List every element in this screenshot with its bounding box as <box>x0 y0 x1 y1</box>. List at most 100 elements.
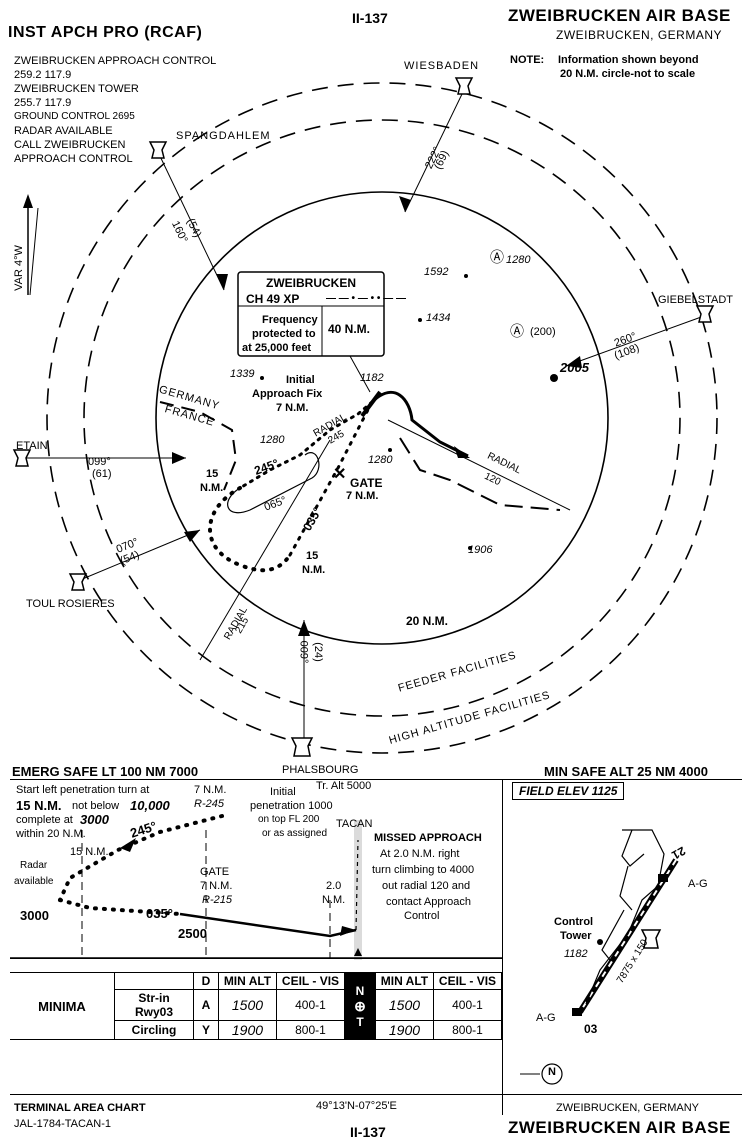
approach-control-name: ZWEIBRUCKEN APPROACH CONTROL <box>14 55 217 67</box>
spangdahlem-radial <box>157 151 225 291</box>
toul-radial <box>79 529 201 581</box>
elev-200: (200) <box>530 326 556 338</box>
missed-approach-track <box>370 390 469 458</box>
tower-label-3: 1182 <box>564 948 588 960</box>
rwy-03-label: 03 <box>584 1022 598 1036</box>
profile-gate-3: R-215 <box>202 894 232 906</box>
minima-row1-cv: 400-1 <box>275 989 345 1021</box>
minima-head-minalt-2: MIN ALT <box>374 972 434 990</box>
minima-row2-alt: 1900 <box>218 1020 277 1040</box>
field-elevation: FIELD ELEV 1125 <box>512 782 625 800</box>
minima-row2-code: Y <box>193 1020 219 1040</box>
minima-head-ceilvis: CEIL - VIS <box>275 972 345 990</box>
profile-gate-2: 7 N.M. <box>200 880 233 892</box>
etain-facility-icon <box>12 449 32 467</box>
elev-1182: 1182 <box>360 372 384 384</box>
wiesbaden-arrow <box>399 196 411 212</box>
elev-1434: 1434 <box>426 312 451 324</box>
wiesbaden-radial <box>404 91 464 213</box>
profile-2500: 2500 <box>178 926 207 941</box>
missed-approach-3: turn climbing to 4000 <box>372 864 475 876</box>
comm-block: ZWEIBRUCKEN APPROACH CONTROL 259.2 117.9… <box>14 54 216 166</box>
etain-radial-deg: 099° <box>88 456 111 468</box>
profile-r245-1: 7 N.M. <box>194 784 227 796</box>
runway-symbol-icon: ⊕ <box>354 997 366 1014</box>
iaf-label-2: Approach Fix <box>252 388 323 400</box>
ring-20nm <box>155 191 609 645</box>
spangdahlem-label: SPANGDAHLEM <box>176 130 271 142</box>
variation-label: VAR 4°W <box>12 245 25 291</box>
profile-note-2b: not below <box>72 800 120 812</box>
penetration-turn <box>208 486 292 573</box>
elev-1339: 1339 <box>230 368 255 380</box>
svg-text:Ⓐ: Ⓐ <box>490 249 504 265</box>
feeder-ring <box>83 119 681 717</box>
profile-hdg-035: 035° <box>146 906 173 921</box>
missed-approach-4: out radial 120 and <box>382 880 471 892</box>
elev-1906: 1906 <box>468 544 493 556</box>
call-note-1: CALL ZWEIBRUCKEN <box>14 139 126 151</box>
iaf-label-3: 7 N.M. <box>276 402 309 414</box>
tower-label-1: Control <box>554 916 594 928</box>
nm15-b-2: N.M. <box>302 564 326 576</box>
etain-radial-nm: (61) <box>92 468 112 480</box>
minima-title: MINIMA <box>10 972 115 1040</box>
ring-20nm-label: 20 N.M. <box>406 614 449 628</box>
ag-top-label: A-G <box>688 878 708 890</box>
profile-radar-2: available <box>14 876 54 887</box>
elev-1280-c: 1280 <box>368 454 393 466</box>
footer-location: ZWEIBRUCKEN, GERMANY <box>556 1102 700 1114</box>
inbound-track <box>288 400 374 557</box>
etain-arrow <box>172 452 186 464</box>
minima-row2-cv2: 800-1 <box>432 1020 503 1040</box>
footer-coordinates: 49°13'N-07°25'E <box>316 1100 397 1112</box>
profile-r245-2: R-245 <box>194 798 224 810</box>
minima-row2-alt2: 1900 <box>374 1020 434 1040</box>
profile-note-2a: 15 N.M. <box>16 798 62 813</box>
tacan-freq-1: Frequency <box>262 314 318 326</box>
phalsbourg-label: PHALSBOURG <box>282 764 359 776</box>
minima-nt-box: N ⊕ T <box>343 972 376 1040</box>
footer-chart-type: TERMINAL AREA CHART <box>14 1102 146 1114</box>
missed-approach-5: contact Approach <box>386 896 472 908</box>
minima-nt-t: T <box>356 1014 364 1029</box>
giebelstadt-label: GIEBELSTADT <box>658 294 733 306</box>
missed-approach-1: MISSED APPROACH <box>374 832 482 844</box>
giebelstadt-arrow <box>566 356 582 368</box>
giebelstadt-radial <box>565 315 705 367</box>
note-line-2: 20 N.M. circle-not to scale <box>560 68 696 80</box>
footer-chart-id: JAL-1784-TACAN-1 <box>14 1118 111 1130</box>
minima-row1-alt: 1500 <box>218 989 277 1021</box>
profile-note-3a: complete at <box>16 814 73 826</box>
footer-airport-title: ZWEIBRUCKEN AIR BASE <box>508 1118 731 1137</box>
note-label: NOTE: <box>510 54 545 66</box>
profile-note-4: within 20 N.M. <box>16 828 86 840</box>
etain-label: ETAIN <box>16 440 48 452</box>
phals-radial-nm: (24) <box>311 642 324 662</box>
plan-view: ✕ Ⓐ Ⓐ <box>12 77 718 757</box>
tacan-name: ZWEIBRUCKEN <box>266 276 356 290</box>
minima-row1-label: Str-in Rwy03 <box>114 989 194 1021</box>
border-line-east <box>399 437 561 511</box>
min-safe-alt: MIN SAFE ALT 25 NM 4000 <box>544 764 708 779</box>
profile-note-3b: 3000 <box>80 812 109 827</box>
tower-freq: 255.7 117.9 <box>14 97 72 109</box>
minima-row1-code: A <box>193 989 219 1021</box>
minima-head-ceilvis-2: CEIL - VIS <box>432 972 503 990</box>
profile-2nm-2: N.M. <box>322 894 346 906</box>
minima-head-d: D <box>193 972 219 990</box>
gate-label-2: 7 N.M. <box>346 490 379 502</box>
profile-gate-1: GATE <box>200 866 230 878</box>
svg-text:Ⓐ: Ⓐ <box>510 323 524 339</box>
minima-nt-n: N <box>355 983 365 998</box>
runway-symbol <box>360 390 382 418</box>
page-code-top: II-137 <box>352 10 388 26</box>
elev-1280-a: 1280 <box>506 254 531 266</box>
chart-type-title: INST APCH PRO (RCAF) <box>8 24 203 41</box>
radial-215-line <box>199 439 331 661</box>
call-note-2: APPROACH CONTROL <box>14 153 133 165</box>
nm15-b-1: 15 <box>306 550 319 562</box>
radar-note: RADAR AVAILABLE <box>14 125 113 137</box>
north-arrow-icon <box>541 1063 563 1085</box>
nm15-a-1: 15 <box>206 468 219 480</box>
